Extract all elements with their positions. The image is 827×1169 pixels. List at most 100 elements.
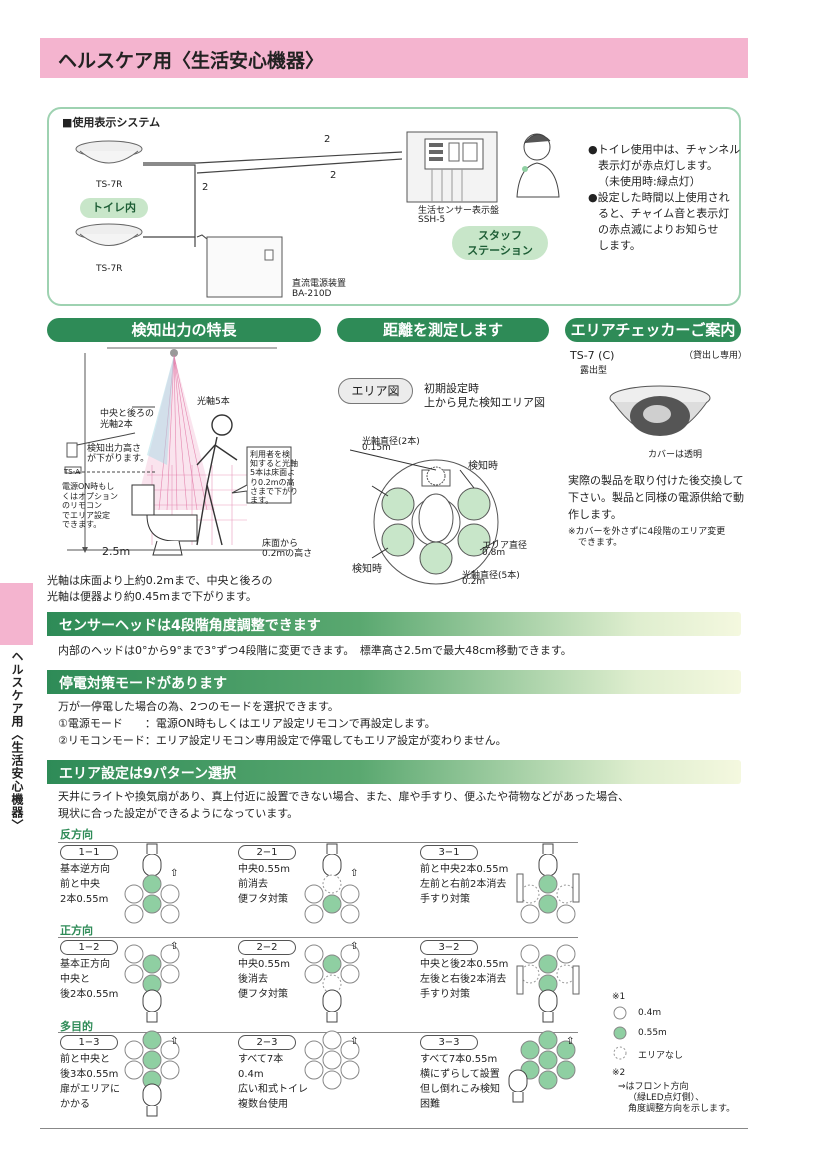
checker-desc: 実際の製品を取り付けた後交換して 下さい。製品と同様の電源供給で動 作します。 [568,472,744,523]
patterns-section-title: エリア設定は9パターン選択 [59,766,237,782]
power-note-line: でエリア設定 [62,510,110,520]
pattern-desc-line: 中央0.55m [238,864,291,875]
legend-arrow-note-1: ⇒はフロント方向 [618,1082,689,1092]
system-diagram [75,131,560,298]
pattern-desc-line: 後3本0.55m [60,1069,119,1080]
pattern-desc-line: 便フタ対策 [238,894,288,905]
outage-line: ①電源モード ：電源ON時もしくはエリア設定リモコンで再設定します。 [58,717,436,730]
pattern-desc-line: すべて7本0.55m [420,1054,498,1065]
pattern-desc-line: 2本0.55m [60,894,109,905]
staff-person-icon [516,133,560,198]
pattern-3-2-diagram [516,944,580,1023]
user-note: 利用者を検 知すると光軸 5本は床面よ り0.2mの高 さまで下がり ます。 [250,450,298,505]
checker-desc-line: 作します。 [568,508,622,521]
staff-label-line-2: ステーション [467,244,533,257]
user-note-line: ます。 [250,496,274,506]
pattern-desc-line: 横にずらして設置 [420,1069,500,1080]
legend-item2: 0.55m [638,1028,667,1038]
pattern-desc: 中央0.55m 前消去 便フタ対策 [238,862,290,907]
height-25-label: 2.5m [102,545,131,558]
sensor-top-icon [75,140,143,164]
checker-tab: エリアチェッカーご案内 [565,318,741,342]
legend-swatches [613,1006,627,1060]
floor-label-2: 0.2mの高さ [262,549,313,559]
pattern-id: 2−1 [238,845,296,860]
pattern-desc-line: 左前と右前2本消去 [420,879,507,890]
legend-item3: エリアなし [638,1051,684,1061]
checker-model: TS-7 (C) [570,349,615,362]
pattern-1-3-diagram: ⇧ [124,1030,180,1117]
system-heading: ■使用表示システム [62,116,161,129]
pattern-desc-line: 中央0.55m [238,959,291,970]
pattern-desc: すべて7本 0.4m 広い和式トイレ 複数台使用 [238,1052,308,1112]
staff-station-label: スタッフ ステーション [452,226,548,260]
distance-desc-1: 初期設定時 [424,382,479,395]
power-unit-icon [206,236,283,298]
svg-text:⇧: ⇧ [170,1036,178,1047]
system-note-line: の赤点滅によりお知らせ [598,223,719,236]
patterns-line: 天井にライトや換気扇があり、真上付近に設置できない場合、また、扉や手すり、便ふた… [58,790,630,803]
group-label-multi: 多目的 [60,1020,93,1033]
page-title-bar: ヘルスケア用〈生活安心機器〉 [40,38,748,78]
system-note-line: します。 [598,239,641,252]
pattern-desc-line: 前と中央と [60,1054,110,1065]
group-divider [58,937,578,938]
checker-cover: カバーは透明 [648,450,703,460]
pattern-desc-line: 後2本0.55m [60,989,119,1000]
group-label-reverse: 反方向 [60,828,93,841]
beam5-label: 光軸5本 [197,397,230,407]
power-note-line: くはオプション [62,491,118,501]
person-icon [196,414,238,546]
display-panel-icon [406,131,498,203]
pattern-desc: 中央0.55m 後消去 便フタ対策 [238,957,290,1002]
pattern-desc: 中央と後2本0.55m 左後と右後2本消去 手すり対策 [420,957,508,1002]
pattern-desc-line: かかる [60,1099,90,1110]
pattern-2-3-diagram: ⇧ [304,1030,360,1090]
pattern-desc-line: 但し倒れこみ検知 [420,1084,500,1095]
panel-model: SSH-5 [418,215,446,225]
tsa-label: TS-A [64,468,80,476]
pattern-desc: すべて7本0.55m 横にずらして設置 但し倒れこみ検知 困難 [420,1052,500,1112]
user-note-line: さまで下がり [250,486,298,496]
center-back-label-2: 光軸2本 [100,420,133,430]
side-label: ヘルスケア用〈生活安心機器〉 [10,650,24,832]
staff-label-line-1: スタッフ [478,229,522,242]
system-note-line: ●トイレ使用中は、チャンネル [588,143,741,156]
pattern-desc-line: すべて7本 [238,1054,284,1065]
legend-note2: ※2 [612,1068,626,1078]
pattern-desc-line: 広い和式トイレ [238,1084,308,1095]
patterns-text: 天井にライトや換気扇があり、真上付近に設置できない場合、また、扉や手すり、便ふた… [58,788,629,822]
legend-swatch-055 [613,1026,627,1040]
angle-section-bar: センサーヘッドは4段階角度調整できます [47,612,741,636]
legend-swatch-none [613,1046,627,1060]
beam-dia-2-value: 0.15m [362,443,391,453]
floor-label-1: 床面から [262,539,299,549]
detect-tab: 検知出力の特長 [47,318,321,342]
toilet-label: トイレ内 [80,198,148,218]
side-tab [0,583,33,645]
svg-text:⇧: ⇧ [566,1036,574,1047]
area-dia-value: 0.8m [482,548,506,558]
pattern-id: 2−2 [238,940,296,955]
pattern-3-3-diagram: ⇧ [508,1030,576,1103]
pattern-desc: 前と中央と 後3本0.55m 扉がエリアに かかる [60,1052,120,1112]
checker-desc-line: 実際の製品を取り付けた後交換して [568,474,744,487]
outage-line: ②リモコンモード：エリア設定リモコン専用設定で停電してもエリア設定が変わりません… [58,734,507,747]
detect-caption-1: 光軸は床面より上約0.2mまで、中央と後ろの [47,574,273,587]
sensor-top-label: TS-7R [96,180,123,190]
wire-label-1: 2 [324,134,331,145]
pattern-1-1-diagram: ⇧ [124,843,180,924]
pattern-diagrams: ⇧ ⇧ ⇧ ⇧ ⇧ ⇧ ⇧ [124,843,580,1117]
checker-rental: （貸出し専用） [684,351,748,361]
pattern-desc-line: 前と中央 [60,879,100,890]
pattern-desc-line: 0.4m [238,1069,264,1080]
checker-type: 露出型 [580,366,608,376]
detect-illustration [64,347,292,556]
system-notes: ●トイレ使用中は、チャンネル 表示灯が赤点灯します。 （未使用時:緑点灯） ●設… [588,142,740,254]
angle-text: 内部のヘッドは0°から9°まで3°ずつ4段階に変更できます。 標準高さ2.5mで… [58,644,572,657]
pattern-id: 1−2 [60,940,118,955]
checker-desc-line: 下さい。製品と同様の電源供給で動 [568,491,744,504]
group-divider [58,842,578,843]
checker-device-icon [609,385,711,436]
pattern-desc-line: 手すり対策 [420,989,470,1000]
